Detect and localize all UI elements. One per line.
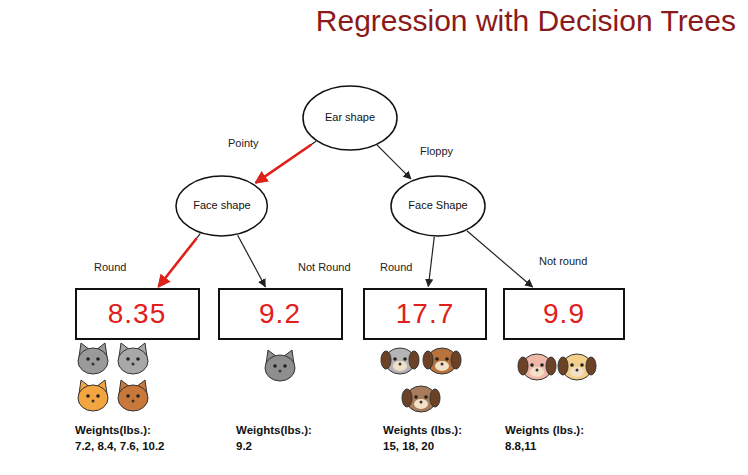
branch-label: Round: [378, 261, 414, 273]
animal-icon: [381, 348, 419, 374]
animal-icon: [518, 354, 556, 380]
leaf-box: 17.7: [363, 288, 487, 340]
animal-icon: [78, 380, 108, 411]
highlight-path: [158, 238, 196, 287]
weights-label: 9.2: [236, 440, 252, 452]
branch-label: Round: [92, 261, 128, 273]
branch-line: [158, 233, 200, 286]
decision-ellipse: Face Shape: [390, 175, 486, 237]
ellipse-outline: [391, 176, 485, 236]
branch-line: [467, 231, 533, 287]
decision-ellipse: Face shape: [175, 175, 268, 237]
weights-label: Weights (lbs.):: [505, 424, 584, 436]
animal-icon: [78, 343, 108, 374]
leaf-box: 9.9: [503, 288, 625, 340]
branch-line: [428, 237, 434, 287]
branch-line: [238, 235, 266, 286]
weights-label: 8.8,11: [505, 440, 536, 452]
weights-label: 7.2, 8.4, 7.6, 10.2: [75, 440, 165, 452]
ellipse-outline: [303, 86, 397, 150]
ellipse-outline: [176, 176, 267, 236]
decision-ellipse: Ear shape: [302, 85, 398, 151]
weights-label: 15, 18, 20: [383, 440, 434, 452]
branch-arrow: [256, 141, 316, 183]
branch-label: Floppy: [418, 145, 455, 157]
branch-line: [377, 145, 411, 179]
animal-icon: [118, 380, 148, 411]
branch-arrow: [428, 237, 434, 287]
weights-label: Weights(lbs.):: [75, 424, 151, 436]
animal-icon: [558, 354, 596, 380]
branch-arrow: [377, 145, 411, 179]
leaf-value: 9.2: [259, 298, 301, 330]
branch-arrow: [158, 233, 200, 286]
branch-line: [256, 141, 316, 183]
node-question: Face Shape: [408, 199, 467, 213]
animal-icon: [402, 386, 440, 412]
weights-label: Weights (lbs.):: [383, 424, 462, 436]
leaf-box: 8.35: [75, 288, 200, 340]
leaf-value: 17.7: [396, 298, 455, 330]
highlight-path: [256, 145, 311, 183]
branch-label: Not Round: [296, 261, 353, 273]
leaf-value: 9.9: [543, 298, 585, 330]
branch-arrow: [238, 235, 266, 286]
weights-label: Weights(lbs.):: [236, 424, 312, 436]
node-question: Face shape: [193, 199, 250, 213]
branch-label: Not round: [537, 255, 589, 267]
animal-icon: [265, 350, 295, 381]
leaf-value: 8.35: [108, 298, 167, 330]
branch-arrow: [467, 231, 533, 287]
branch-label: Pointy: [226, 137, 261, 149]
node-question: Ear shape: [325, 111, 375, 125]
animal-icon: [423, 348, 461, 374]
page-title: Regression with Decision Trees: [316, 4, 736, 38]
animal-icon: [118, 343, 148, 374]
leaf-box: 9.2: [218, 288, 343, 340]
